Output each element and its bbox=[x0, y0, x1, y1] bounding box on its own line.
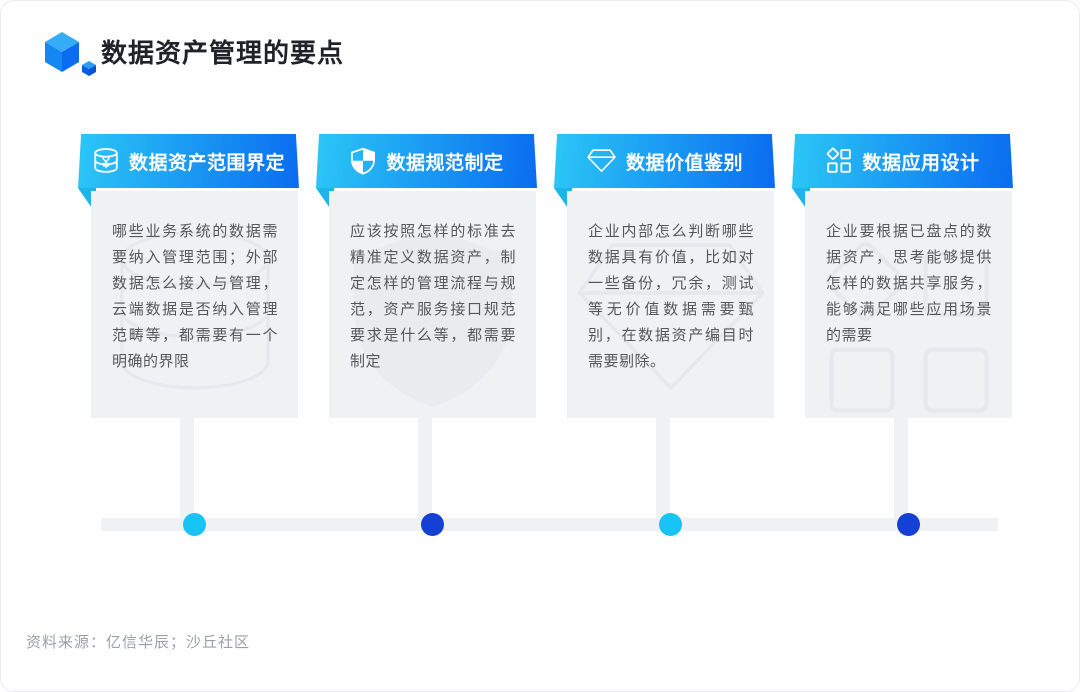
connector-line bbox=[656, 418, 670, 526]
card-body: 企业内部怎么判断哪些数据具有价值，比如对一些备份，冗余，测试等无价值数据需要甄别… bbox=[567, 191, 774, 418]
card-title: 数据应用设计 bbox=[862, 152, 980, 174]
card-data-asset-scope: 数据资产范围界定 哪些业务系统的数据需要纳入管理范围；外部数据怎么接入与管理，云… bbox=[78, 134, 299, 526]
card-description: 企业内部怎么判断哪些数据具有价值，比如对一些备份，冗余，测试等无价值数据需要甄别… bbox=[588, 223, 754, 370]
shield-watermark-icon bbox=[353, 229, 512, 407]
cube-logo-icon bbox=[45, 32, 96, 76]
card-header: 数据价值鉴别 bbox=[554, 134, 775, 188]
source-note: 资料来源：亿信华辰；沙丘社区 bbox=[26, 634, 251, 651]
card-body: 企业要根据已盘点的数据资产，思考能够提供怎样的数据共享服务，能够满足哪些应用场景… bbox=[805, 191, 1012, 418]
database-watermark-icon bbox=[119, 231, 270, 390]
card-title: 数据规范制定 bbox=[386, 152, 504, 174]
card-header: 数据资产范围界定 bbox=[78, 134, 299, 188]
connector-line bbox=[418, 418, 432, 526]
card-body: 哪些业务系统的数据需要纳入管理范围；外部数据怎么接入与管理，云端数据是否纳入管理… bbox=[91, 191, 298, 418]
app-grid-icon bbox=[827, 147, 852, 173]
timeline-dot bbox=[421, 513, 444, 536]
timeline-dot bbox=[659, 513, 682, 536]
card-header: 数据应用设计 bbox=[792, 134, 1013, 188]
diamond-icon bbox=[587, 149, 616, 173]
database-yen-icon bbox=[94, 148, 118, 173]
shield-icon bbox=[351, 147, 376, 175]
card-title: 数据价值鉴别 bbox=[625, 152, 743, 174]
timeline-dot bbox=[897, 513, 920, 536]
card-description: 哪些业务系统的数据需要纳入管理范围；外部数据怎么接入与管理，云端数据是否纳入管理… bbox=[112, 223, 278, 370]
card-data-value: 数据价值鉴别 企业内部怎么判断哪些数据具有价值，比如对一些备份，冗余，测试等无价… bbox=[554, 134, 775, 526]
page-title: 数据资产管理的要点 bbox=[101, 38, 345, 68]
card-body: 应该按照怎样的标准去精准定义数据资产，制定怎样的管理流程与规范，资产服务接口规范… bbox=[329, 191, 536, 418]
card-header: 数据规范制定 bbox=[316, 134, 537, 188]
card-data-application: 数据应用设计 企业要根据已盘点的数据资产，思考能够提供怎样的数据共享服务，能够满… bbox=[792, 134, 1013, 526]
card-description: 企业要根据已盘点的数据资产，思考能够提供怎样的数据共享服务，能够满足哪些应用场景… bbox=[826, 223, 992, 344]
app-grid-watermark-icon bbox=[825, 241, 989, 413]
timeline-bar bbox=[101, 518, 998, 531]
diamond-watermark-icon bbox=[577, 243, 764, 390]
timeline-dot bbox=[183, 513, 206, 536]
card-title: 数据资产范围界定 bbox=[128, 152, 285, 174]
connector-line bbox=[180, 418, 194, 526]
connector-line bbox=[894, 418, 908, 526]
card-description: 应该按照怎样的标准去精准定义数据资产，制定怎样的管理流程与规范，资产服务接口规范… bbox=[350, 223, 516, 370]
card-data-standard: 数据规范制定 应该按照怎样的标准去精准定义数据资产，制定怎样的管理流程与规范，资… bbox=[316, 134, 537, 526]
